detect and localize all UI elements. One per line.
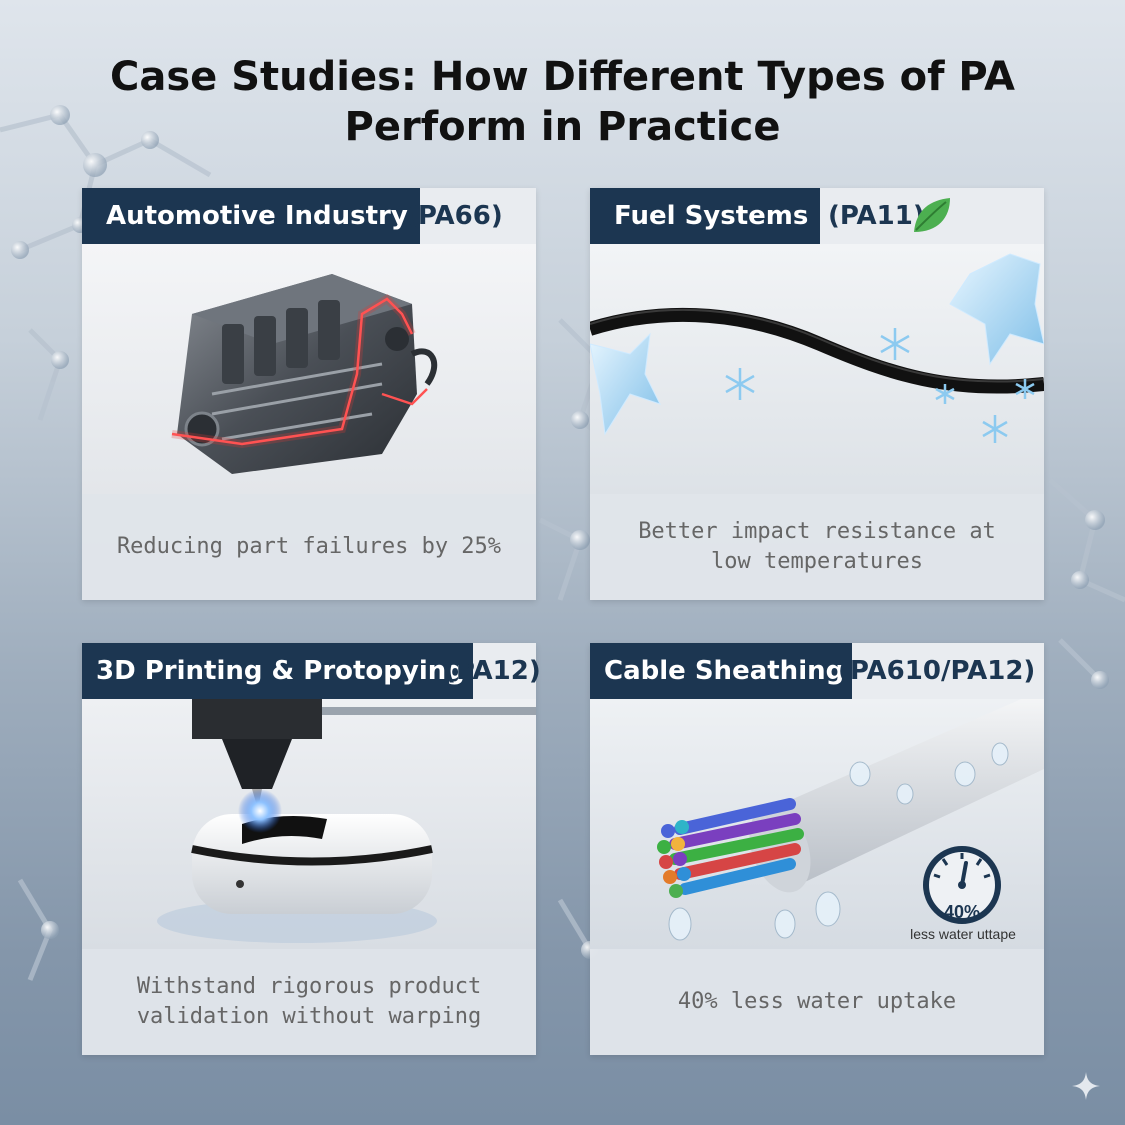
card-material-code: (PA12) [444, 656, 541, 686]
gauge-label: less water uttape [910, 926, 1016, 942]
card-label: Cable Sheathing [590, 643, 853, 699]
water-drops [668, 742, 1009, 941]
case-card-3d-printing: 3D Printing & Protopying (PA12) [82, 643, 541, 1055]
card-header: 3D Printing & Protopying (PA12) [82, 643, 541, 699]
card-material-code: (PA610/PA12) [838, 656, 1036, 686]
page-title: Case Studies: How Different Types of PA … [0, 52, 1125, 152]
case-card-automotive: Automotive Industry (PA66) [82, 188, 536, 600]
gauge-value: 40% [944, 902, 980, 922]
card-header: Fuel Systems (PA11) [590, 188, 1044, 244]
gauge-icon [923, 846, 1001, 924]
card-caption: 40% less water uptake [677, 989, 957, 1014]
card-caption: Better impact resistance at low temperat… [638, 519, 996, 574]
card-caption: Withstand rigorous product validation wi… [136, 974, 482, 1029]
glow-path [171, 293, 428, 449]
page-title-line1: Case Studies: How Different Types of PA [110, 54, 1015, 100]
cable-image: 40% less water uttape [590, 699, 1044, 949]
frosted-hose-image [590, 244, 1044, 494]
card-label: Fuel Systems [590, 188, 821, 244]
page-title-line2: Perform in Practice [344, 104, 781, 150]
engine-image [82, 244, 536, 494]
card-material-code: (PA11) [828, 201, 925, 231]
engine-icon [177, 274, 438, 474]
laser-spark [238, 789, 282, 833]
card-caption: Reducing part failures by 25% [116, 534, 502, 559]
cable-wires [669, 798, 804, 895]
sparkle-icon [1072, 1072, 1100, 1100]
hose [590, 307, 1044, 394]
leaf-icon [914, 198, 950, 232]
card-label: 3D Printing & Protopying [82, 643, 473, 699]
ice-crystals [590, 253, 1044, 436]
card-material-code: (PA66) [406, 201, 503, 231]
snowflake-icon [725, 328, 1035, 443]
case-card-cable-sheathing: Cable Sheathing (PA610/PA12) [590, 643, 1044, 1055]
card-label: Automotive Industry [82, 188, 420, 244]
printer-rail [282, 707, 536, 715]
3d-printer-image [82, 699, 536, 949]
wire-ends [657, 820, 691, 898]
case-card-fuel-systems: Fuel Systems (PA11) [590, 188, 1044, 600]
card-header: Automotive Industry (PA66) [82, 188, 536, 244]
card-header: Cable Sheathing (PA610/PA12) [590, 643, 1044, 699]
